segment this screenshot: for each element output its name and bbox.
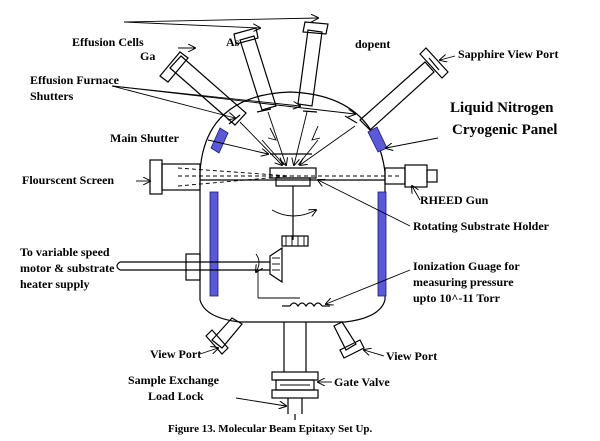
label-sapphire-view-port: Sapphire View Port [458,47,558,61]
dopent-effusion-cell [297,21,329,107]
ga-effusion-cell [159,51,247,126]
label-rotating-substrate-holder: Rotating Substrate Holder [413,219,550,233]
label-view-port-left: View Port [150,347,201,361]
rheed-gun [384,164,438,188]
motor-feedthrough [116,253,300,299]
cryo-panel-left [209,191,219,297]
leader-arrows [111,18,456,406]
view-port-right-flange [339,339,365,359]
cryogenic-panels [209,126,388,297]
label-view-port-right: View Port [386,349,437,363]
view-port-left-flange [205,329,229,355]
rheed-beam [177,167,400,187]
furnace-shutters [228,108,358,125]
fluorescent-screen [149,159,201,195]
chamber-dome [199,91,386,173]
label-ion-line1: Ionization Guage for [413,259,520,273]
label-flourscent-screen: Flourscent Screen [22,173,114,187]
effusion-cells [159,21,449,131]
label-gate-valve: Gate Valve [334,375,390,389]
label-motor-line3: heater supply [20,277,89,291]
view-port-right-tube [333,321,357,351]
chamber-bottom [199,299,386,323]
label-effusion-cells: Effusion Cells [72,35,144,49]
label-dopent: dopent [355,37,390,51]
label-motor-line1: To variable speed [20,245,110,259]
label-motor-line2: motor & substrate [20,261,115,275]
ionization-gauge [282,302,330,308]
label-sample-exchange: Sample Exchange [128,373,220,387]
view-port-left-tube [211,317,243,349]
substrate-holder [256,167,316,284]
molecular-beams [239,111,356,165]
label-ion-line3: upto 10^-11 Torr [413,291,501,305]
as-effusion-cell [233,27,277,111]
cryo-panel-upper-left [210,127,229,154]
sapphire-view-port [359,47,449,131]
label-effusion-furnace: Effusion Furnace [30,73,120,87]
label-liquid-nitrogen: Liquid Nitrogen [450,100,554,116]
label-as: As [226,35,240,49]
label-cryogenic-panel: Cryogenic Panel [452,122,557,138]
labels: Effusion Cells Ga As dopent Sapphire Vie… [20,35,558,435]
cryo-panel-right [377,191,387,297]
label-main-shutter: Main Shutter [110,131,180,145]
cryo-panel-upper-right [367,126,388,153]
label-ga: Ga [140,49,155,63]
label-shutters: Shutters [30,89,74,103]
label-ion-line2: measuring pressure [413,275,514,289]
load-lock-stack [271,322,319,420]
label-load-lock: Load Lock [148,389,204,403]
figure-caption: Figure 13. Molecular Beam Epitaxy Set Up… [168,423,373,435]
label-rheed-gun: RHEED Gun [420,193,489,207]
bottom-view-ports [205,317,365,359]
